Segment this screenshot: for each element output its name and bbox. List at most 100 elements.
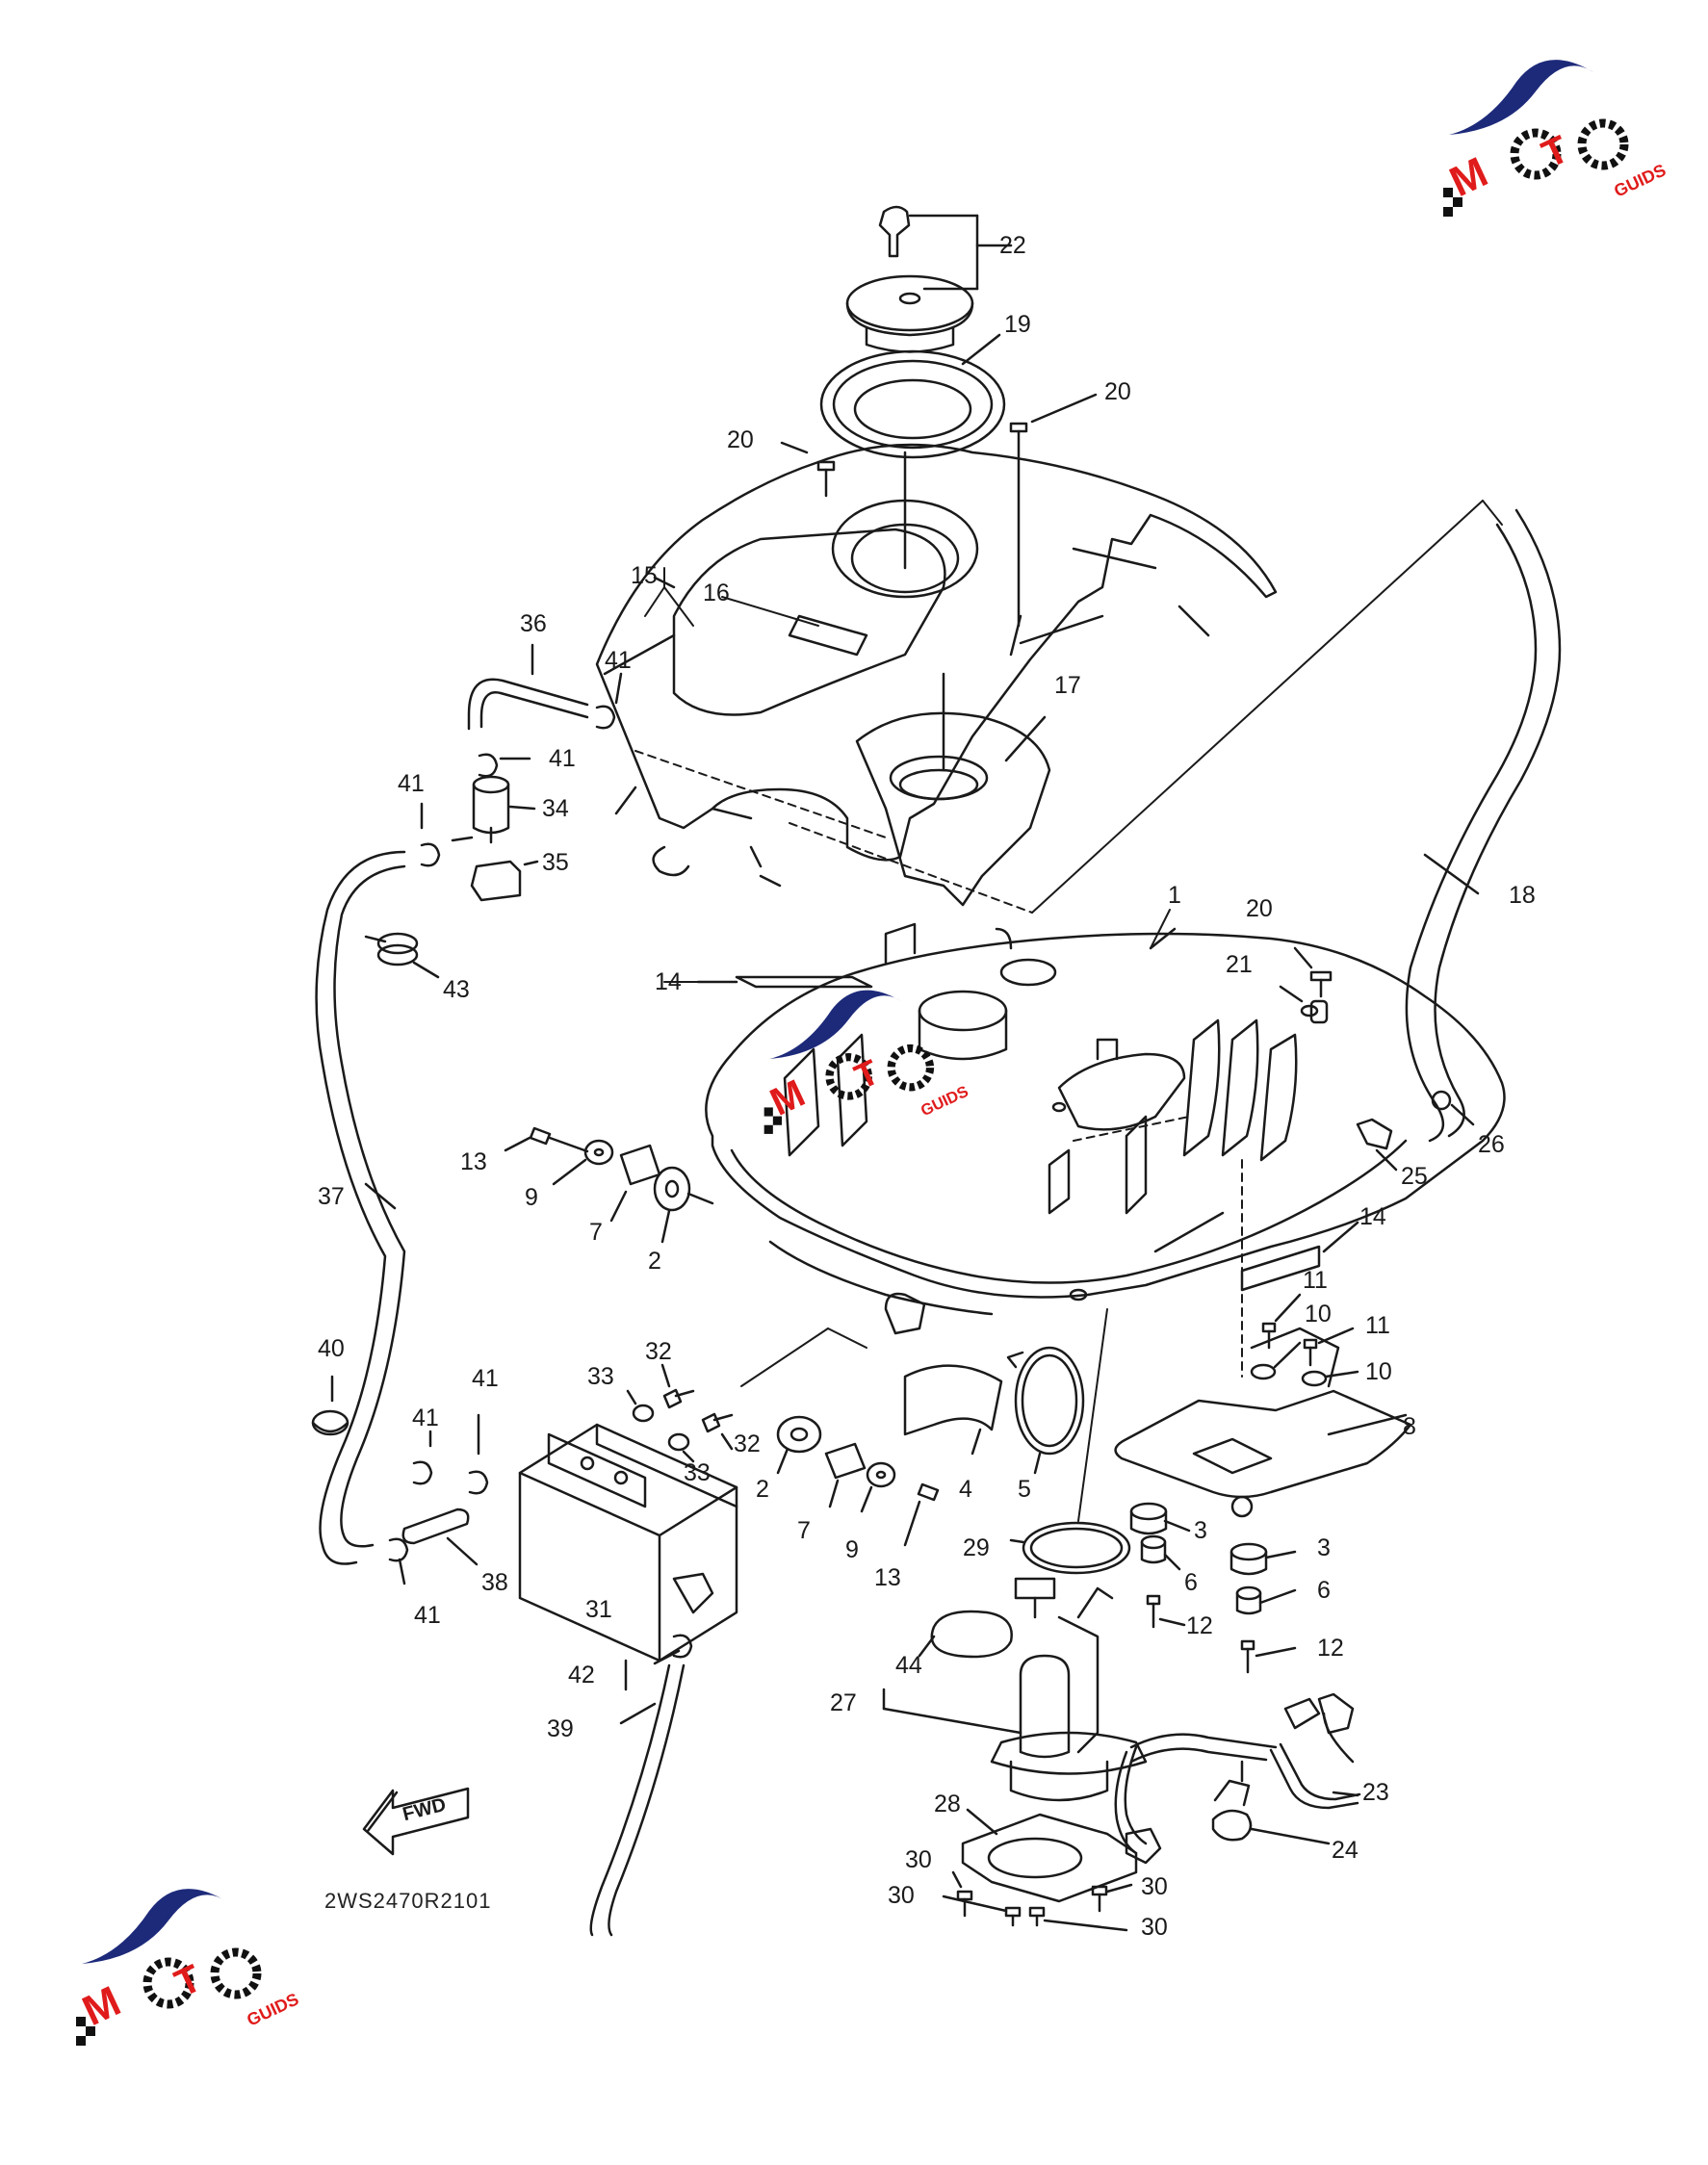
- svg-text:M: M: [76, 1977, 128, 2035]
- bolt-13-right: [903, 1482, 940, 1547]
- callout-10-right: 10: [1365, 1358, 1392, 1385]
- bolt-30-a: [951, 1870, 973, 1918]
- collar-7-left: [609, 1144, 661, 1223]
- clip-25: [1356, 1118, 1398, 1172]
- callout-3-left: 3: [1194, 1517, 1207, 1544]
- callout-23: 23: [1362, 1779, 1389, 1806]
- callout-20-top-left: 20: [727, 426, 754, 453]
- washer-9-left: [552, 1139, 614, 1186]
- callout-41-mid: 41: [549, 745, 576, 772]
- callout-43: 43: [443, 976, 470, 1003]
- callout-33-mid: 33: [684, 1459, 711, 1486]
- bolt-30-c: [942, 1894, 1022, 1927]
- callout-2-left: 2: [648, 1248, 661, 1275]
- callout-41-top: 41: [605, 647, 632, 674]
- bolt-20-right: [1009, 393, 1098, 459]
- fuel-tank-body: [705, 922, 1506, 1335]
- callout-14-top: 14: [655, 968, 682, 995]
- callout-41-lower: 41: [472, 1365, 499, 1392]
- guide-4: [903, 1364, 1003, 1456]
- collar-6-right: [1235, 1585, 1297, 1615]
- motoguids-logo-bottom: M T GUIDS: [76, 1889, 301, 2046]
- callout-34: 34: [542, 795, 569, 822]
- fuel-pump-27: [882, 1577, 1148, 1802]
- callout-39: 39: [547, 1715, 574, 1742]
- svg-text:T: T: [168, 1957, 208, 2005]
- callout-12-right: 12: [1317, 1635, 1344, 1662]
- callout-42: 42: [568, 1662, 595, 1688]
- bolt-20-left: [780, 441, 836, 498]
- callout-8: 8: [1403, 1413, 1416, 1440]
- callout-41-left: 41: [398, 770, 425, 797]
- callout-29: 29: [963, 1534, 990, 1561]
- clip-42: [653, 1634, 693, 1665]
- band-5: [1006, 1346, 1085, 1475]
- hose-37: [315, 850, 406, 1565]
- washer-10-a: [1250, 1341, 1302, 1380]
- clip-41-f: [388, 1537, 409, 1585]
- label-leaders: [644, 567, 1171, 983]
- callout-31: 31: [585, 1596, 612, 1623]
- callout-30-bottom-right: 30: [1141, 1914, 1168, 1941]
- screw-26: [1431, 1090, 1475, 1126]
- callout-20-right: 20: [1246, 895, 1273, 922]
- part-code: 2WS2470R2101: [324, 1889, 492, 1913]
- callout-11-right: 11: [1365, 1312, 1390, 1339]
- filler-shroud: [855, 672, 1051, 907]
- callout-40: 40: [318, 1335, 345, 1362]
- clip-41-a: [595, 672, 623, 730]
- hose-18: [1405, 508, 1562, 1143]
- callout-26: 26: [1478, 1131, 1505, 1158]
- callout-19: 19: [1004, 311, 1031, 338]
- callout-15: 15: [631, 562, 658, 589]
- callout-24: 24: [1332, 1837, 1359, 1864]
- callout-13-left: 13: [460, 1148, 487, 1175]
- bracket-8: [1114, 1327, 1412, 1518]
- motoguids-logo-center: M T GUIDS: [763, 990, 971, 1134]
- svg-text:GUIDS: GUIDS: [1611, 160, 1669, 200]
- callout-3-right: 3: [1317, 1534, 1331, 1561]
- collar-6-left: [1140, 1534, 1181, 1571]
- clip-41-c: [420, 802, 441, 867]
- callout-41-lower-left: 41: [412, 1405, 439, 1431]
- svg-text:T: T: [848, 1052, 885, 1097]
- tank-top-cover: [595, 443, 1278, 888]
- clip-41-e: [468, 1413, 489, 1495]
- damper-3-left: [1129, 1502, 1191, 1535]
- callout-6-right: 6: [1317, 1577, 1331, 1604]
- callout-5: 5: [1018, 1476, 1031, 1503]
- svg-text:T: T: [1536, 128, 1575, 176]
- hose-39: [589, 1663, 686, 1937]
- strainer-44: [918, 1610, 1013, 1659]
- bracket-35: [470, 860, 539, 902]
- callout-12-left: 12: [1186, 1612, 1213, 1639]
- solid-leaders: [740, 500, 1503, 1522]
- callout-4: 4: [959, 1476, 972, 1503]
- charcoal-canister-31: [518, 1423, 738, 1691]
- callout-16: 16: [703, 580, 730, 606]
- screw-32-a: [660, 1363, 695, 1409]
- fuel-hose-23: [1114, 1692, 1361, 1865]
- callout-32-top: 32: [645, 1338, 672, 1365]
- washer-10-b: [1301, 1370, 1359, 1387]
- svg-text:GUIDS: GUIDS: [919, 1083, 971, 1120]
- callout-30-right: 30: [1141, 1873, 1168, 1900]
- clip-41-b: [478, 753, 531, 778]
- callout-18: 18: [1509, 882, 1536, 909]
- callout-28: 28: [934, 1791, 961, 1817]
- callout-9-right: 9: [845, 1536, 859, 1563]
- callout-14-right: 14: [1359, 1203, 1386, 1230]
- callout-35: 35: [542, 849, 569, 876]
- callout-44: 44: [895, 1652, 922, 1679]
- dash-leaders: [634, 750, 1243, 1378]
- callout-30-bottom-left: 30: [888, 1882, 915, 1909]
- callout-20-top-right: 20: [1104, 378, 1131, 405]
- callout-21: 21: [1226, 951, 1253, 978]
- bolt-12-right: [1240, 1639, 1297, 1674]
- callout-17: 17: [1054, 672, 1081, 699]
- hose-36: [467, 643, 589, 731]
- callout-41-bottom: 41: [414, 1602, 441, 1629]
- grommet-2-right: [776, 1415, 822, 1475]
- callout-11-top: 11: [1303, 1267, 1328, 1294]
